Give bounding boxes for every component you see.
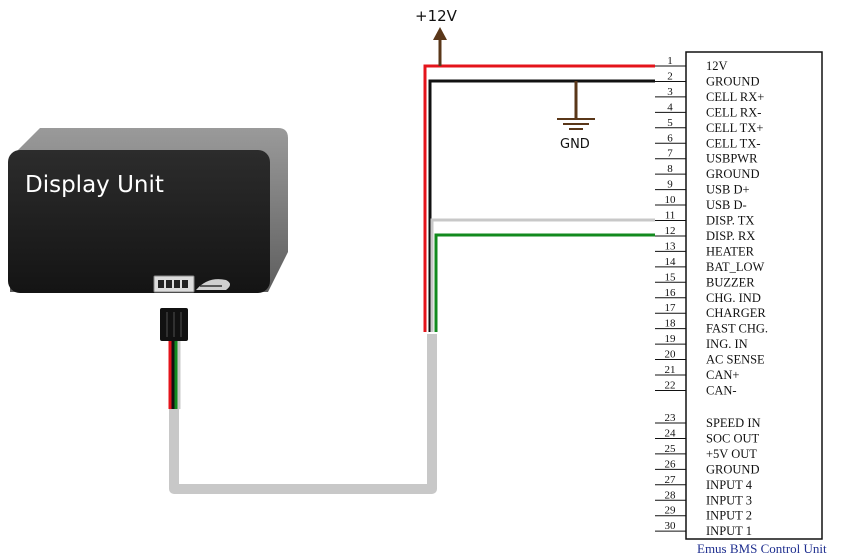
- control-unit-box: [685, 51, 823, 540]
- pin-label: SOC OUT: [706, 431, 759, 445]
- pin-number: 25: [665, 443, 677, 455]
- pin-label: DISP. TX: [706, 214, 754, 228]
- pin-number: 12: [665, 225, 676, 237]
- pin-number: 23: [665, 412, 677, 424]
- control-unit-caption: Emus BMS Control Unit: [697, 541, 827, 556]
- supply-arrow: [433, 27, 447, 66]
- pin-label: INPUT 4: [706, 478, 753, 492]
- pin-number: 22: [665, 379, 676, 391]
- display-unit-label: Display Unit: [25, 172, 164, 198]
- pin-number: 5: [667, 117, 673, 129]
- pin-number: 14: [665, 256, 677, 268]
- pin-number: 4: [667, 101, 673, 113]
- pin-number: 10: [665, 194, 677, 206]
- pin-label: GROUND: [706, 462, 759, 476]
- pin-number: 13: [665, 240, 677, 252]
- pin-label: SPEED IN: [706, 416, 761, 430]
- gray-wire-disp-tx: [430, 218, 655, 332]
- pin-label: CHG. IND: [706, 291, 761, 305]
- pin-number: 11: [665, 210, 676, 222]
- pin-number: 24: [665, 427, 677, 439]
- ground-icon: [557, 81, 595, 130]
- pin-number: 18: [665, 318, 677, 330]
- pin-number: 30: [665, 520, 677, 532]
- pin-label: +5V OUT: [706, 447, 757, 461]
- black-wire-ground: [428, 79, 655, 332]
- pin-number: 3: [667, 86, 673, 98]
- pin-label: HEATER: [706, 244, 755, 258]
- pin-label: CELL RX-: [706, 105, 761, 119]
- pin-number: 20: [665, 349, 677, 361]
- pin-label: CAN+: [706, 368, 739, 382]
- pin-number: 16: [665, 287, 677, 299]
- pin-number: 19: [665, 333, 677, 345]
- pin-number: 15: [665, 271, 677, 283]
- pin-number: 29: [665, 505, 677, 517]
- pin-label: CHARGER: [706, 306, 766, 320]
- gnd-label: GND: [560, 137, 590, 152]
- pin-label: CELL RX+: [706, 90, 764, 104]
- pin-label: USB D-: [706, 198, 747, 212]
- pin-label: INPUT 1: [706, 524, 752, 538]
- cable-plug: [160, 308, 188, 409]
- pin-number: 28: [665, 489, 677, 501]
- pin-label: BUZZER: [706, 275, 755, 289]
- pin-number: 27: [665, 474, 677, 486]
- gray-cable: [169, 334, 437, 494]
- pin-label: INPUT 2: [706, 509, 752, 523]
- pin-number: 1: [667, 55, 673, 67]
- pin-label: 12V: [706, 59, 728, 73]
- pin-number: 17: [665, 302, 677, 314]
- pin-label: AC SENSE: [706, 353, 765, 367]
- pin-label: DISP. RX: [706, 229, 755, 243]
- pin-number: 6: [667, 132, 673, 144]
- pin-label: BAT_LOW: [706, 260, 765, 274]
- pin-label: GROUND: [706, 74, 759, 88]
- pin-number: 7: [667, 148, 673, 160]
- pin-number: 9: [667, 179, 673, 191]
- pin-number: 21: [665, 364, 676, 376]
- pin-number: 26: [665, 458, 677, 470]
- pin-label: FAST CHG.: [706, 322, 768, 336]
- supply-label: +12V: [415, 7, 458, 25]
- green-wire-disp-rx: [434, 233, 655, 332]
- pin-number: 2: [667, 70, 673, 82]
- pin-label: ING. IN: [706, 337, 748, 351]
- pin-number: 8: [667, 163, 673, 175]
- pin-label: USBPWR: [706, 152, 758, 166]
- pin-label: INPUT 3: [706, 493, 752, 507]
- pin-label: CAN-: [706, 383, 737, 397]
- red-wire-12v: [423, 64, 655, 332]
- display-unit: [8, 128, 288, 293]
- pin-label: USB D+: [706, 183, 750, 197]
- pin-label: CELL TX+: [706, 121, 763, 135]
- pin-label: GROUND: [706, 167, 759, 181]
- pin-label: CELL TX-: [706, 136, 761, 150]
